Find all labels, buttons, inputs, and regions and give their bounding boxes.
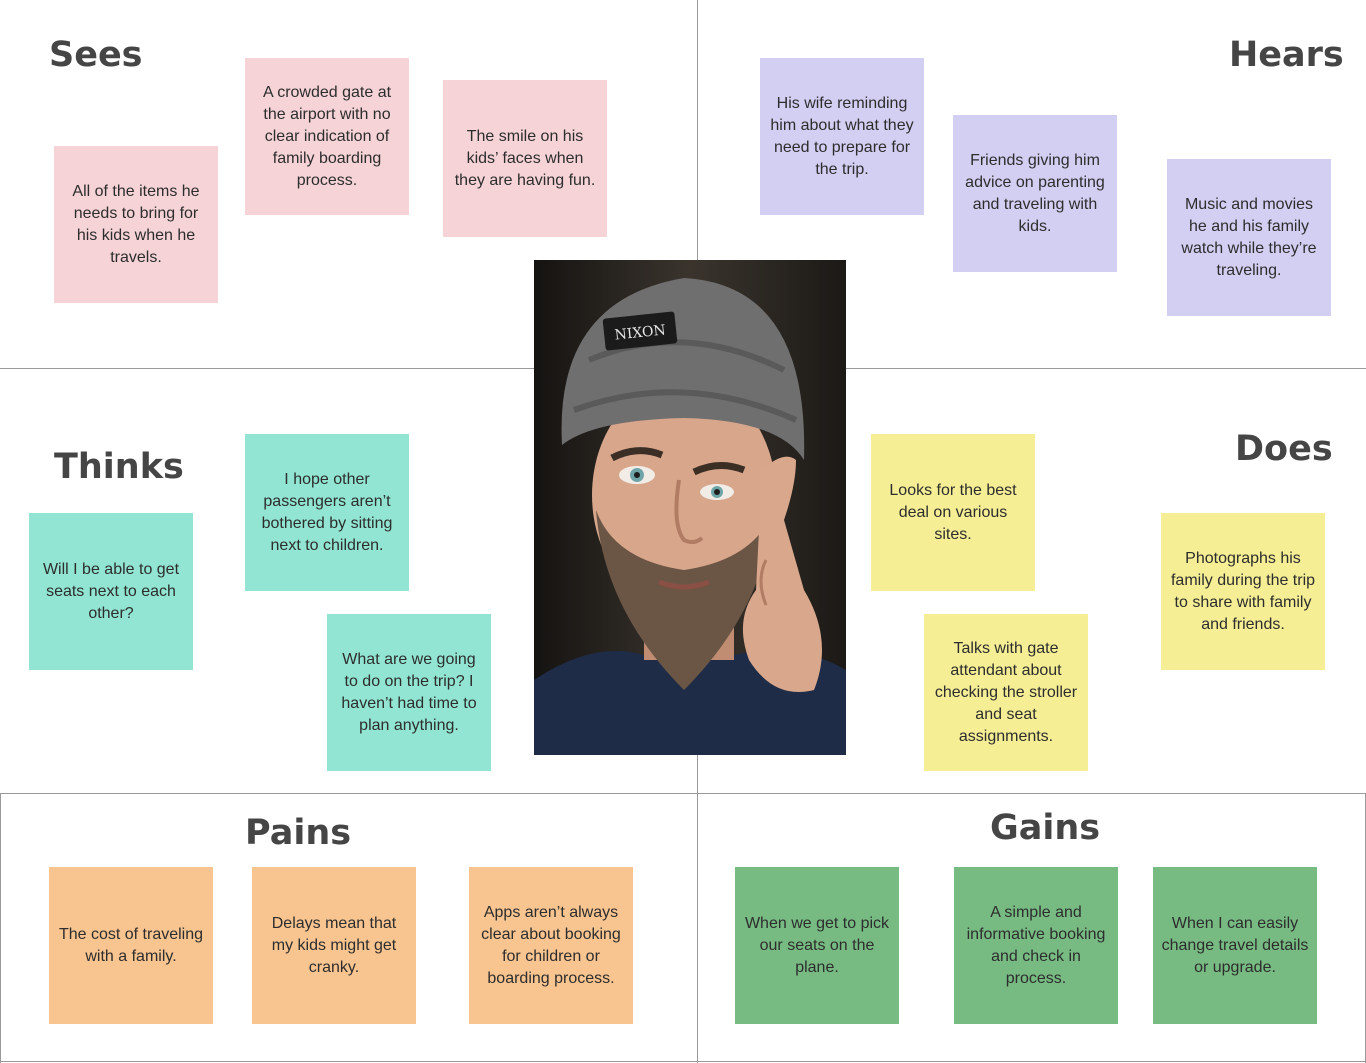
sticky-note-pains-2: Delays mean that my kids might get crank… [252, 867, 416, 1024]
sticky-note-does-1: Looks for the best deal on various sites… [871, 434, 1035, 591]
sticky-note-thinks-3: What are we going to do on the trip? I h… [327, 614, 491, 771]
sticky-note-thinks-1: Will I be able to get seats next to each… [29, 513, 193, 670]
divider-horizontal-middle-left [0, 368, 534, 369]
beanie-label [602, 311, 678, 351]
divider-vertical-bottom [697, 755, 698, 1063]
sticky-note-sees-3: The smile on his kids’ faces when they a… [443, 80, 607, 237]
sticky-note-hears-3: Music and movies he and his family watch… [1167, 159, 1331, 316]
sticky-note-gains-2: A simple and informative booking and che… [954, 867, 1118, 1024]
persona-portrait: NIXON [534, 260, 846, 755]
sticky-note-gains-3: When I can easily change travel details … [1153, 867, 1317, 1024]
heading-thinks: Thinks [54, 447, 184, 487]
heading-pains: Pains [245, 813, 352, 853]
sticky-note-pains-1: The cost of traveling with a family. [49, 867, 213, 1024]
sticky-note-thinks-2: I hope other passengers aren’t bothered … [245, 434, 409, 591]
sticky-note-sees-1: All of the items he needs to bring for h… [54, 146, 218, 303]
divider-vertical-top [697, 0, 698, 260]
hand-shape [742, 456, 822, 692]
sticky-note-hears-1: His wife reminding him about what they n… [760, 58, 924, 215]
sticky-note-pains-3: Apps aren’t always clear about booking f… [469, 867, 633, 1024]
heading-does: Does [1235, 429, 1333, 469]
sticky-note-gains-1: When we get to pick our seats on the pla… [735, 867, 899, 1024]
beanie-label-text: NIXON [614, 322, 667, 343]
divider-horizontal-bottom [0, 793, 1366, 794]
sticky-note-sees-2: A crowded gate at the airport with no cl… [245, 58, 409, 215]
beard-shape [596, 510, 774, 690]
heading-gains: Gains [990, 808, 1101, 848]
heading-hears: Hears [1229, 35, 1344, 75]
face-shape [592, 380, 776, 610]
sticky-note-does-3: Photographs his family during the trip t… [1161, 513, 1325, 670]
border-left-bottom [0, 793, 1, 1063]
sticky-note-does-2: Talks with gate attendant about checking… [924, 614, 1088, 771]
divider-horizontal-middle-right [846, 368, 1366, 369]
border-bottom [0, 1061, 1366, 1062]
sticky-note-hears-2: Friends giving him advice on parenting a… [953, 115, 1117, 272]
heading-sees: Sees [49, 35, 143, 75]
